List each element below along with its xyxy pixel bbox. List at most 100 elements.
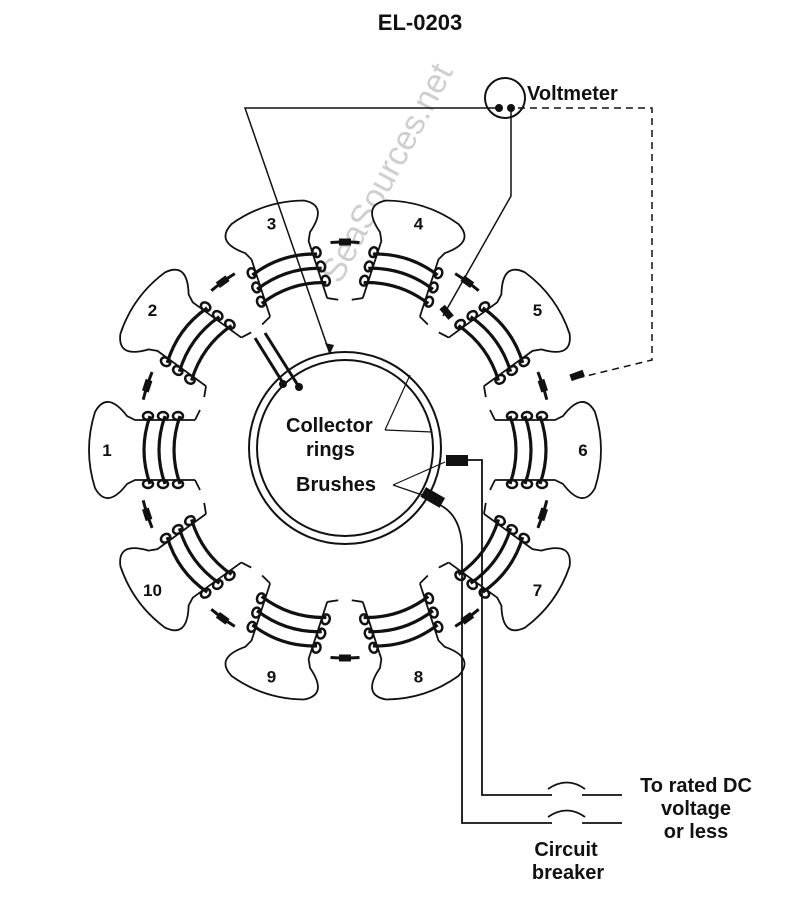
yoke-edge (351, 297, 429, 326)
pole-number-label: 7 (533, 581, 542, 600)
yoke-edge (194, 409, 201, 491)
coil-loop-top (535, 410, 549, 422)
pole-shoe (448, 513, 571, 632)
yoke-edge (438, 502, 487, 569)
breaker-contact-upper[interactable] (547, 781, 586, 790)
diagram-title: EL-0203 (378, 10, 462, 35)
coil-loop-bottom (506, 364, 519, 377)
coil-turn (457, 324, 501, 381)
coil-loop-top (518, 532, 531, 544)
coil-loop-bottom (311, 245, 322, 259)
pole-number-label: 2 (148, 301, 157, 320)
supply-label-line3: or less (664, 821, 728, 843)
coil-loop-top (466, 309, 479, 322)
coil-loop-bottom (171, 410, 185, 422)
pole-shoe (119, 513, 242, 632)
lead-connector (460, 611, 475, 625)
collector-ring-inner (256, 359, 434, 537)
coil-loop-top (363, 260, 375, 273)
voltmeter-leads (243, 107, 653, 379)
pole-number-label: 1 (102, 441, 111, 460)
coil-turn (363, 280, 430, 305)
coil-loop-top (505, 410, 519, 422)
coil-loop-top (520, 410, 534, 422)
collector-rings-pointers (384, 374, 433, 433)
coil-loop-bottom (141, 410, 155, 422)
coil-turn (363, 595, 430, 620)
coil-loop-bottom (315, 260, 327, 273)
coil-loop-bottom (505, 478, 519, 490)
coil-loop-bottom (494, 373, 507, 385)
voltmeter[interactable] (484, 77, 526, 119)
voltmeter-label: Voltmeter (527, 83, 618, 105)
coil-loop-top (159, 356, 172, 368)
pole-shoe (224, 199, 329, 317)
coil-turn (469, 315, 513, 373)
pole-1 (88, 401, 201, 499)
coil-loop-top (211, 578, 224, 591)
coil-loop-bottom (320, 274, 332, 287)
coil-loop-top (358, 274, 370, 287)
coil-loop-top (223, 570, 236, 582)
voltmeter-terminal-left (495, 104, 503, 112)
lead-connector (215, 275, 230, 289)
coil-turn (157, 415, 167, 485)
coil-loop-top (156, 478, 170, 490)
yoke-edge (351, 574, 429, 603)
lead-connector (142, 507, 153, 522)
coil-loop-bottom (156, 410, 170, 422)
coil-turn (256, 609, 322, 634)
pole-number-label: 3 (267, 215, 276, 234)
voltmeter-lead-to-ring (243, 107, 497, 355)
coil-turn (538, 415, 548, 485)
coil-loop-bottom (363, 627, 375, 640)
coil-loop-top (368, 245, 379, 259)
coil-loop-bottom (251, 606, 262, 619)
circuit-breaker[interactable] (547, 781, 586, 818)
coil-turn (251, 252, 318, 277)
lead-connector (339, 238, 351, 246)
coil-turn (372, 623, 439, 648)
coil-turn (368, 609, 434, 634)
pole-9 (224, 574, 339, 701)
collector-rings-label-line1: Collector (286, 415, 373, 437)
pole-number-label: 5 (533, 301, 542, 320)
yoke-edge (261, 297, 339, 326)
coil-turn (256, 266, 322, 291)
coil-turn (142, 415, 152, 485)
coil-loop-bottom (432, 266, 444, 280)
coil-turn (260, 280, 327, 305)
breaker-contact-lower[interactable] (547, 809, 586, 818)
coil-turn (260, 595, 327, 620)
ring-leads (253, 332, 301, 388)
pole-10 (119, 502, 252, 632)
coil-loop-top (478, 301, 491, 313)
lead-connector (537, 378, 548, 393)
pole-number-label: 8 (414, 667, 423, 686)
pole-number-label: 10 (143, 581, 162, 600)
voltmeter-body[interactable] (484, 77, 526, 119)
probe-clip-pole-5 (439, 304, 454, 320)
coil-loop-top (454, 318, 467, 330)
coil-loop-bottom (358, 613, 370, 626)
lead-connector (142, 378, 153, 393)
collector-ring-outer (248, 351, 442, 545)
pole-number-label: 9 (267, 667, 276, 686)
coil-turn (189, 519, 233, 576)
coil-loop-top (506, 523, 519, 536)
supply-label-line1: To rated DC (640, 775, 752, 797)
coil-turn (172, 415, 182, 485)
brush-upper (446, 455, 468, 466)
supply-label-line2: voltage (661, 798, 731, 820)
coil-loop-top (315, 627, 327, 640)
coil-loop-bottom (535, 478, 549, 490)
pole-6 (489, 401, 602, 499)
pole-shoe (119, 268, 242, 387)
coil-turn (481, 536, 525, 594)
voltmeter-lead-dashed (518, 107, 653, 379)
pole-shoe (495, 401, 602, 499)
collector-rings (248, 351, 442, 545)
coil-loop-top (494, 515, 507, 527)
probe-clip-dashed (569, 369, 585, 382)
yoke-edge (261, 574, 339, 603)
